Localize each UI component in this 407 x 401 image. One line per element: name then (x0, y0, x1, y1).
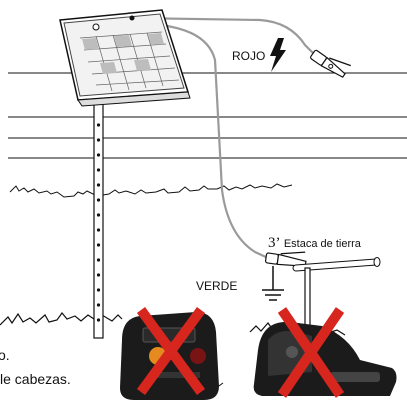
stake-number: 3 (268, 235, 276, 251)
lightning-icon (270, 38, 286, 72)
ground-stake-label: 3’ Estaca de tierra (268, 236, 361, 251)
red-lead-wire (131, 16, 319, 59)
fence-wires (8, 72, 407, 159)
ground-stake (292, 257, 381, 327)
red-x-icon (277, 307, 345, 398)
red-x-icon (136, 307, 206, 395)
caption-fragment-2: le cabezas. (0, 371, 71, 387)
ground-symbol-icon (262, 266, 284, 301)
grass-line-middle (9, 183, 293, 198)
green-lead-label: VERDE (196, 279, 238, 293)
alligator-clip-icon (310, 49, 351, 78)
stake-text: Estaca de tierra (283, 238, 361, 250)
caption-fragment-1: o. (0, 347, 10, 363)
fence-post (93, 79, 104, 339)
red-lead-label: ROJO (232, 49, 266, 63)
stake-prime: ’ (275, 235, 281, 251)
solar-panel-icon (59, 9, 191, 107)
